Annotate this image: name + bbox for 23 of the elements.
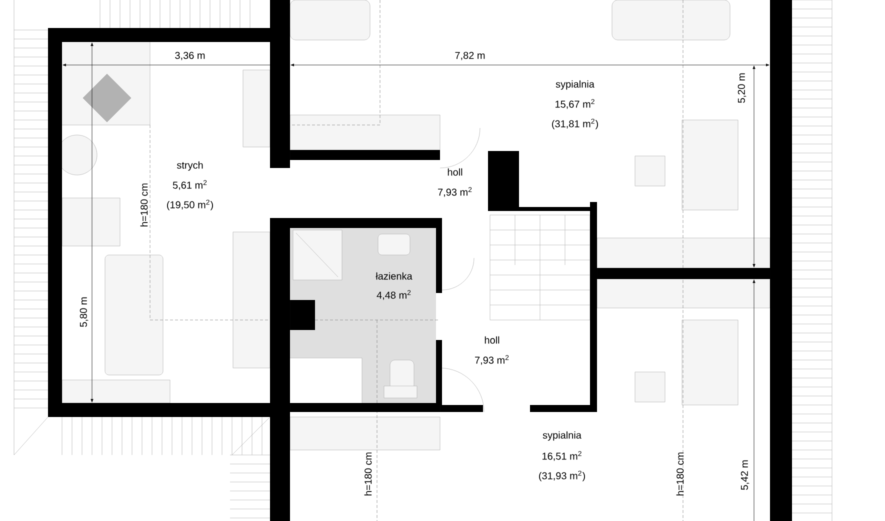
room-area: 16,51 m$^{2}$	[542, 451, 582, 461]
dimension-label: 3,36 m	[175, 52, 205, 60]
height-label: h=180 cm	[364, 452, 372, 496]
dimension-label: 5,80 m	[80, 297, 88, 327]
room-name: sypialnia	[542, 431, 582, 441]
dimension-label: 5,42 m	[740, 460, 750, 490]
room-name: sypialnia	[556, 80, 594, 90]
room-area: (31,93 m$^{2}$)	[539, 470, 585, 482]
room-area: 7,93 m$^{2}$	[475, 355, 509, 365]
dimension-label: 7,82 m	[455, 52, 485, 60]
room-area: (19,50 m$^{2}$)	[167, 200, 213, 210]
room-area: 5,61 m$^{2}$	[172, 180, 207, 190]
room-area: 4,48 m$^{2}$	[376, 290, 411, 300]
dimension-label: 5,20 m	[738, 73, 746, 103]
room-area: 7,93 m$^{2}$	[438, 187, 472, 197]
room-name: łazienka	[376, 272, 412, 280]
room-area: (31,81 m$^{2}$)	[552, 118, 598, 130]
room-name: holl	[484, 336, 500, 344]
room-name: strych	[176, 161, 203, 171]
room-name: holl	[448, 168, 462, 176]
height-label: h=180 cm	[676, 452, 684, 496]
height-label: h=180 cm	[140, 184, 148, 226]
room-area: 15,67 m$^{2}$	[556, 99, 594, 109]
